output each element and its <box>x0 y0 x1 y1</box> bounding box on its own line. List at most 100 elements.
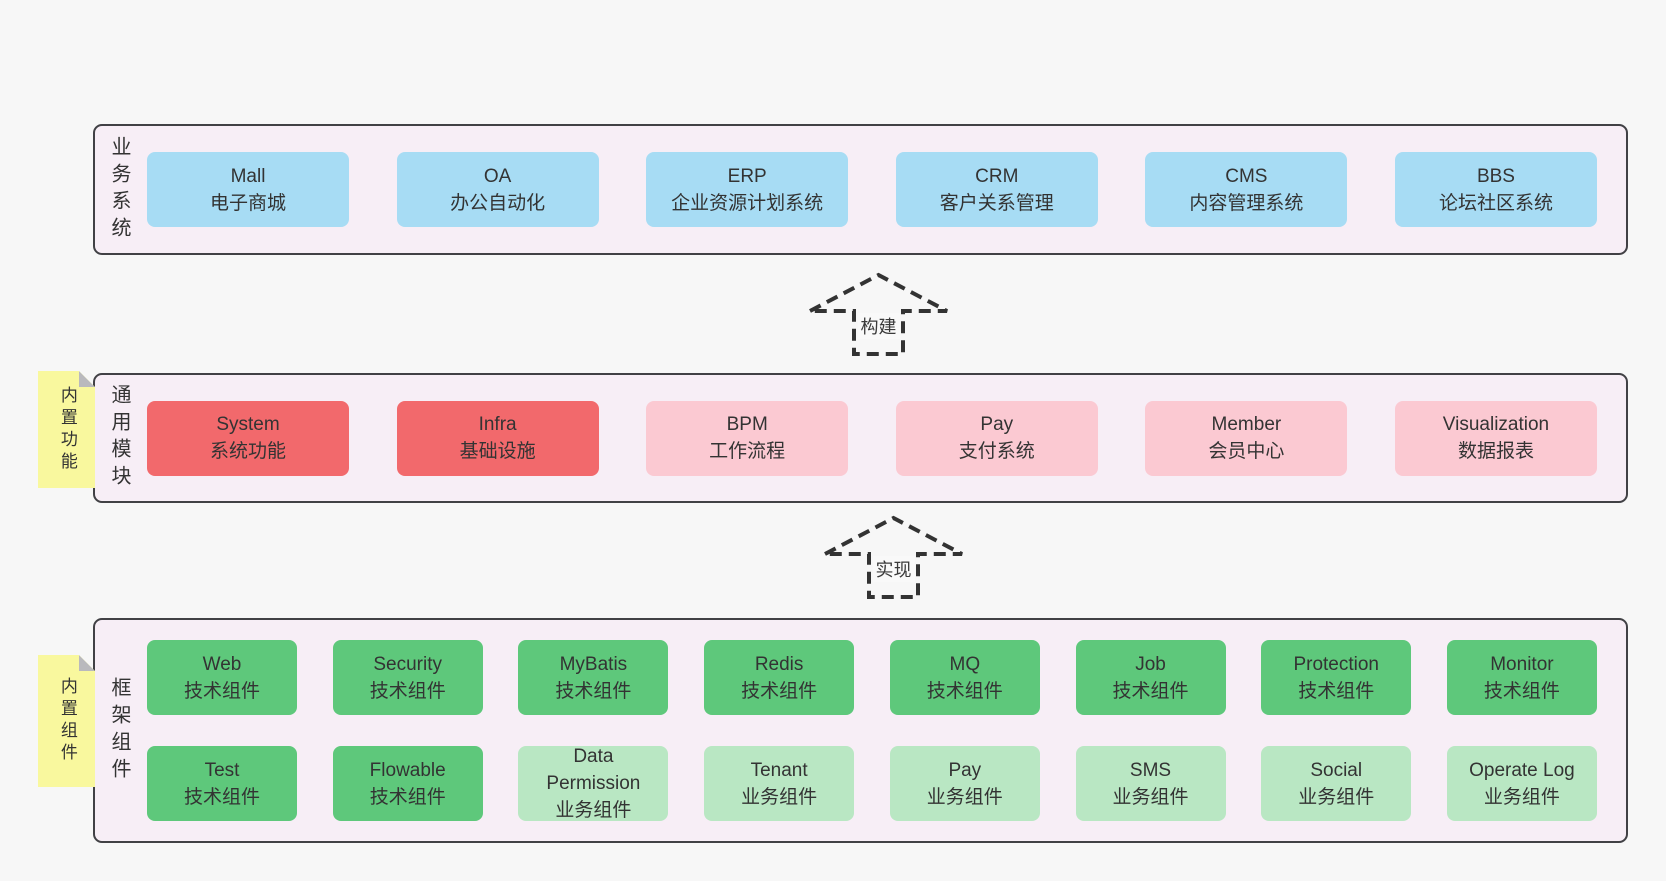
box-desc: 技术组件 <box>1298 680 1375 702</box>
box-bpm: BPM 工作流程 <box>646 400 849 476</box>
box-name: Data Permission <box>546 746 641 794</box>
box-desc: 工作流程 <box>709 441 786 462</box>
box-desc: 业务组件 <box>926 786 1003 808</box>
box-name: Monitor <box>1490 653 1554 675</box>
layer-framework-components: 框架组件 Web 技术组件 Security 技术组件 MyBatis 技术组件… <box>93 618 1628 843</box>
box-name: Social <box>1310 759 1363 781</box>
box-name: CRM <box>975 165 1019 187</box>
box-cms: CMS 内容管理系统 <box>1145 152 1348 227</box>
box-member: Member 会员中心 <box>1145 400 1348 476</box>
box-desc: 技术组件 <box>183 680 260 702</box>
box-security: Security 技术组件 <box>332 640 483 715</box>
box-protection: Protection 技术组件 <box>1261 640 1412 715</box>
box-desc: 论坛社区系统 <box>1438 192 1553 214</box>
note-text: 内置功能 <box>57 385 77 474</box>
arrow-build: 构建 <box>807 272 950 358</box>
box-name: Pay <box>948 759 982 781</box>
box-monitor: Monitor 技术组件 <box>1446 640 1597 715</box>
business-boxes-row: Mall 电子商城 OA 办公自动化 ERP 企业资源计划系统 CRM 客户关系… <box>147 152 1597 227</box>
note-built-in-components: 内置组件 <box>38 655 95 787</box>
box-operate-log: Operate Log 业务组件 <box>1446 746 1597 821</box>
layer-label-business: 业务系统 <box>108 135 130 244</box>
layer-label-framework: 框架组件 <box>108 676 130 785</box>
box-social: Social 业务组件 <box>1261 746 1412 821</box>
box-mall: Mall 电子商城 <box>147 152 349 227</box>
box-name: Test <box>204 759 240 781</box>
box-name: Flowable <box>369 759 446 781</box>
box-desc: 业务组件 <box>1112 786 1189 808</box>
box-desc: 业务组件 <box>555 800 632 821</box>
box-name: Pay <box>980 414 1014 435</box>
box-desc: 技术组件 <box>369 680 446 702</box>
up-arrow-icon <box>809 272 948 356</box>
box-desc: 电子商城 <box>209 192 286 214</box>
box-name: MyBatis <box>559 653 628 675</box>
layer-label-modules: 通用模块 <box>108 384 130 492</box>
box-bbs: BBS 论坛社区系统 <box>1394 152 1597 227</box>
box-desc: 业务组件 <box>1483 786 1560 808</box>
box-pay-component: Pay 业务组件 <box>889 746 1040 821</box>
box-oa: OA 办公自动化 <box>396 152 599 227</box>
box-name: BPM <box>726 414 768 435</box>
box-name: System <box>216 414 280 435</box>
box-name: Job <box>1135 653 1166 675</box>
box-test: Test 技术组件 <box>147 746 297 821</box>
box-desc: 技术组件 <box>183 786 260 808</box>
box-desc: 技术组件 <box>1112 680 1189 702</box>
arrow-implement: 实现 <box>822 515 965 601</box>
box-name: Mall <box>230 165 266 187</box>
layer-business-systems: 业务系统 Mall 电子商城 OA 办公自动化 ERP 企业资源计划系统 CRM… <box>93 124 1628 255</box>
box-name: Web <box>202 653 242 675</box>
note-built-in-features: 内置功能 <box>38 371 95 488</box>
framework-row-2: Test 技术组件 Flowable 技术组件 Data Permission … <box>147 746 1597 821</box>
box-data-permission: Data Permission 业务组件 <box>518 746 669 821</box>
box-desc: 系统功能 <box>209 441 286 462</box>
layer-common-modules: 通用模块 System 系统功能 Infra 基础设施 BPM 工作流程 Pay… <box>93 373 1628 503</box>
box-desc: 办公自动化 <box>450 192 546 214</box>
box-name: OA <box>483 165 512 187</box>
box-name: Security <box>373 653 443 675</box>
arrow-implement-label: 实现 <box>872 556 915 582</box>
box-name: Operate Log <box>1469 759 1575 781</box>
up-arrow-icon <box>824 515 963 599</box>
box-tenant: Tenant 业务组件 <box>704 746 855 821</box>
box-desc: 业务组件 <box>741 786 818 808</box>
box-crm: CRM 客户关系管理 <box>895 152 1098 227</box>
box-name: Redis <box>754 653 804 675</box>
box-desc: 内容管理系统 <box>1189 192 1304 214</box>
modules-boxes-row: System 系统功能 Infra 基础设施 BPM 工作流程 Pay 支付系统… <box>147 400 1597 476</box>
framework-row-1: Web 技术组件 Security 技术组件 MyBatis 技术组件 Redi… <box>147 640 1597 715</box>
box-mq: MQ 技术组件 <box>889 640 1040 715</box>
box-desc: 技术组件 <box>555 680 632 702</box>
box-mybatis: MyBatis 技术组件 <box>518 640 669 715</box>
box-system: System 系统功能 <box>147 400 349 476</box>
box-name: Protection <box>1293 653 1379 675</box>
box-desc: 技术组件 <box>741 680 818 702</box>
box-name: Visualization <box>1442 414 1550 435</box>
box-name: CMS <box>1225 165 1268 187</box>
box-infra: Infra 基础设施 <box>396 400 599 476</box>
box-desc: 技术组件 <box>1483 680 1560 702</box>
box-web: Web 技术组件 <box>147 640 297 715</box>
box-name: Infra <box>478 414 517 435</box>
box-name: SMS <box>1129 759 1172 781</box>
arrow-build-label: 构建 <box>857 313 900 339</box>
box-visualization: Visualization 数据报表 <box>1394 400 1597 476</box>
box-name: Member <box>1211 414 1282 435</box>
box-flowable: Flowable 技术组件 <box>332 746 483 821</box>
box-desc: 技术组件 <box>926 680 1003 702</box>
box-name: BBS <box>1476 165 1515 187</box>
box-desc: 数据报表 <box>1457 441 1534 462</box>
box-job: Job 技术组件 <box>1075 640 1226 715</box>
box-name: ERP <box>727 165 767 187</box>
box-redis: Redis 技术组件 <box>704 640 855 715</box>
box-name: MQ <box>949 653 981 675</box>
box-sms: SMS 业务组件 <box>1075 746 1226 821</box>
box-erp: ERP 企业资源计划系统 <box>646 152 849 227</box>
box-desc: 会员中心 <box>1208 441 1285 462</box>
box-desc: 业务组件 <box>1298 786 1375 808</box>
box-desc: 基础设施 <box>459 441 536 462</box>
box-desc: 技术组件 <box>369 786 446 808</box>
box-desc: 客户关系管理 <box>939 192 1054 214</box>
